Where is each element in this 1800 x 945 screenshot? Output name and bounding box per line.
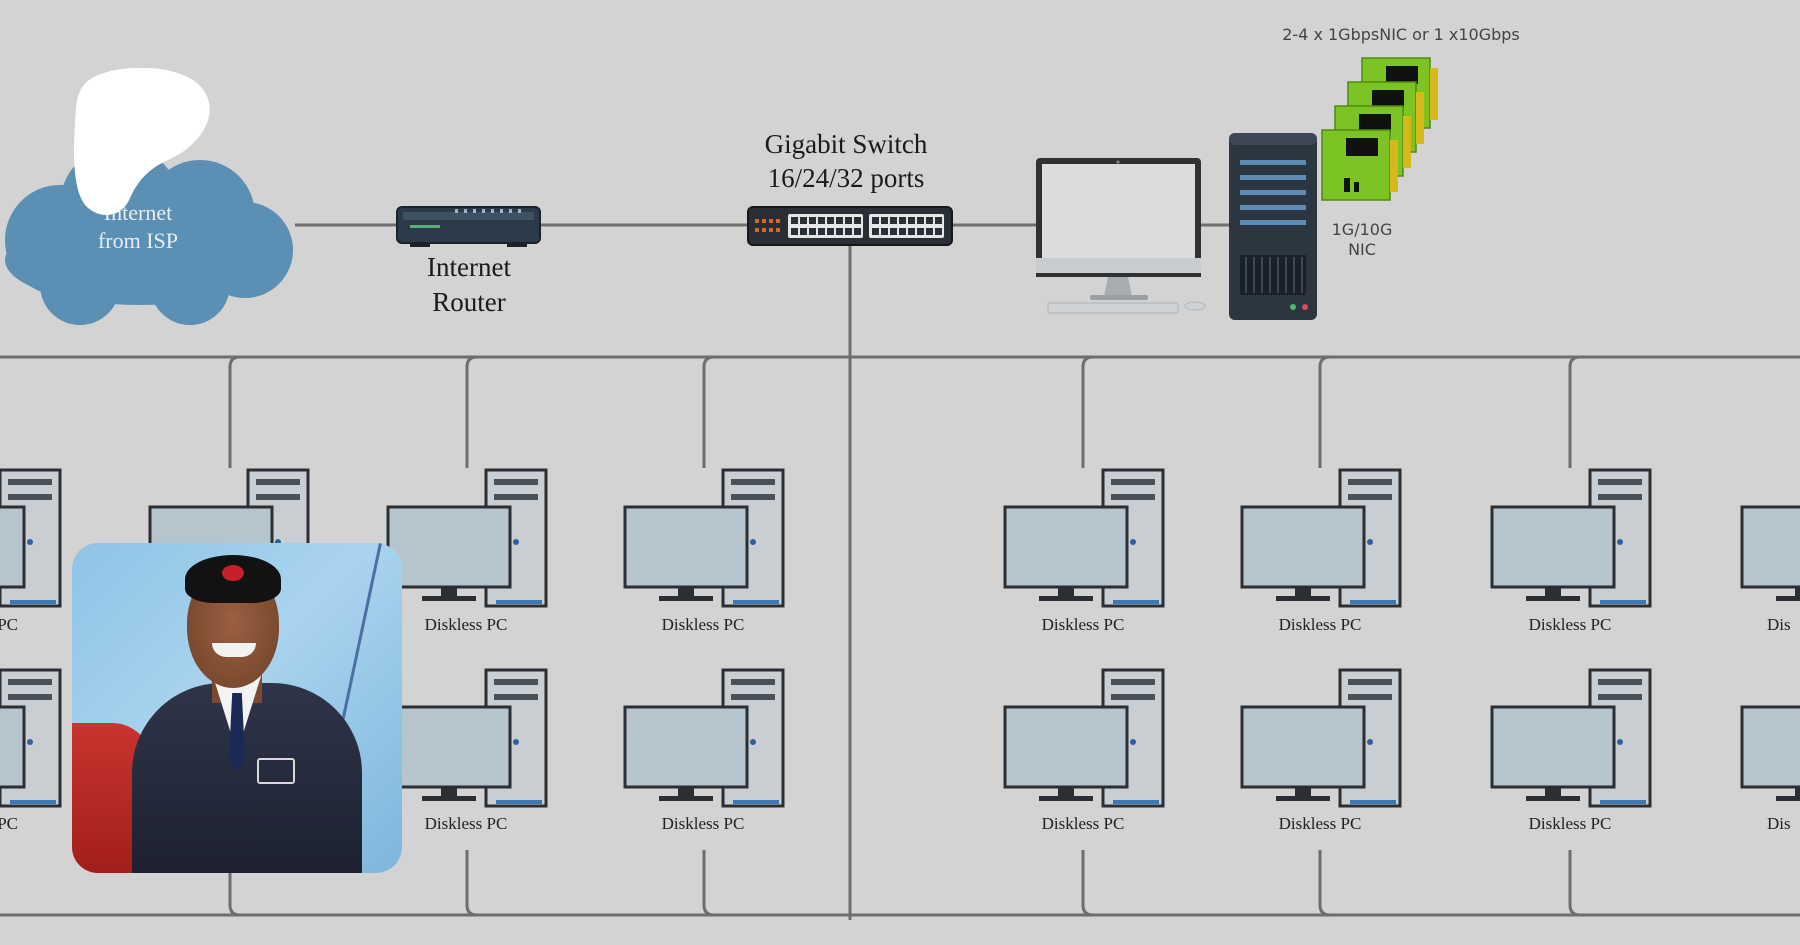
pc-label: Diskless PC [425, 615, 508, 634]
client-pc [0, 668, 62, 808]
client-pc [623, 468, 785, 608]
diskless-pc-icon [1240, 468, 1402, 608]
diskless-pc-icon [1740, 468, 1800, 608]
client-pc [1003, 668, 1165, 808]
client-pc [1240, 668, 1402, 808]
nic-label-line2: NIC [1348, 240, 1376, 259]
pc-label: Dis [1767, 814, 1791, 833]
nic-cards-icon [1321, 57, 1438, 201]
client-pc [1490, 468, 1652, 608]
network-cables [0, 223, 1800, 920]
diskless-pc-icon [1003, 668, 1165, 808]
diskless-pc-icon [0, 668, 62, 808]
diskless-pc-icon [1490, 668, 1652, 808]
nic-caption: 2-4 x 1GbpsNIC or 1 x10Gbps [1282, 25, 1520, 44]
pc-label: Diskless PC [662, 615, 745, 634]
pc-label: PC [0, 814, 18, 833]
client-pc [623, 668, 785, 808]
router-icon [396, 206, 541, 247]
client-pc [0, 468, 62, 608]
pc-label: Diskless PC [1529, 814, 1612, 833]
client-pc [1740, 468, 1800, 608]
pc-label: Diskless PC [1529, 615, 1612, 634]
pc-label: Diskless PC [425, 814, 508, 833]
client-pc [1740, 668, 1800, 808]
diskless-pc-icon [1490, 468, 1652, 608]
switch-label-line2: 16/24/32 ports [768, 163, 925, 193]
pc-label: Diskless PC [662, 814, 745, 833]
brand-logo-icon [74, 68, 210, 215]
gigabit-switch-icon [747, 206, 953, 246]
router-label-line1: Internet [427, 252, 511, 282]
client-pc [1240, 468, 1402, 608]
router-label-line2: Router [432, 287, 506, 317]
client-pc [386, 468, 548, 608]
pc-label: Dis [1767, 615, 1791, 634]
diskless-pc-icon [623, 468, 785, 608]
diskless-pc-icon [386, 468, 548, 608]
client-pc [1003, 468, 1165, 608]
profile-photo [72, 543, 402, 873]
server-monitor-icon [1036, 158, 1206, 314]
pc-label: Diskless PC [1042, 615, 1125, 634]
internet-cloud-icon: Internet from ISP [5, 145, 293, 325]
server-tower-icon [1229, 133, 1317, 320]
client-pc [1490, 668, 1652, 808]
pc-label: Diskless PC [1279, 615, 1362, 634]
pc-label: Diskless PC [1279, 814, 1362, 833]
internet-label-line2: from ISP [98, 228, 178, 253]
diskless-pc-icon [1003, 468, 1165, 608]
nic-label-line1: 1G/10G [1332, 220, 1393, 239]
diskless-pc-icon [0, 468, 62, 608]
pc-label: PC [0, 615, 18, 634]
switch-label-line1: Gigabit Switch [765, 129, 928, 159]
diskless-pc-icon [386, 668, 548, 808]
diskless-pc-icon [1240, 668, 1402, 808]
pc-label: Diskless PC [1042, 814, 1125, 833]
diskless-pc-icon [1740, 668, 1800, 808]
client-pc [386, 668, 548, 808]
diskless-pc-icon [623, 668, 785, 808]
